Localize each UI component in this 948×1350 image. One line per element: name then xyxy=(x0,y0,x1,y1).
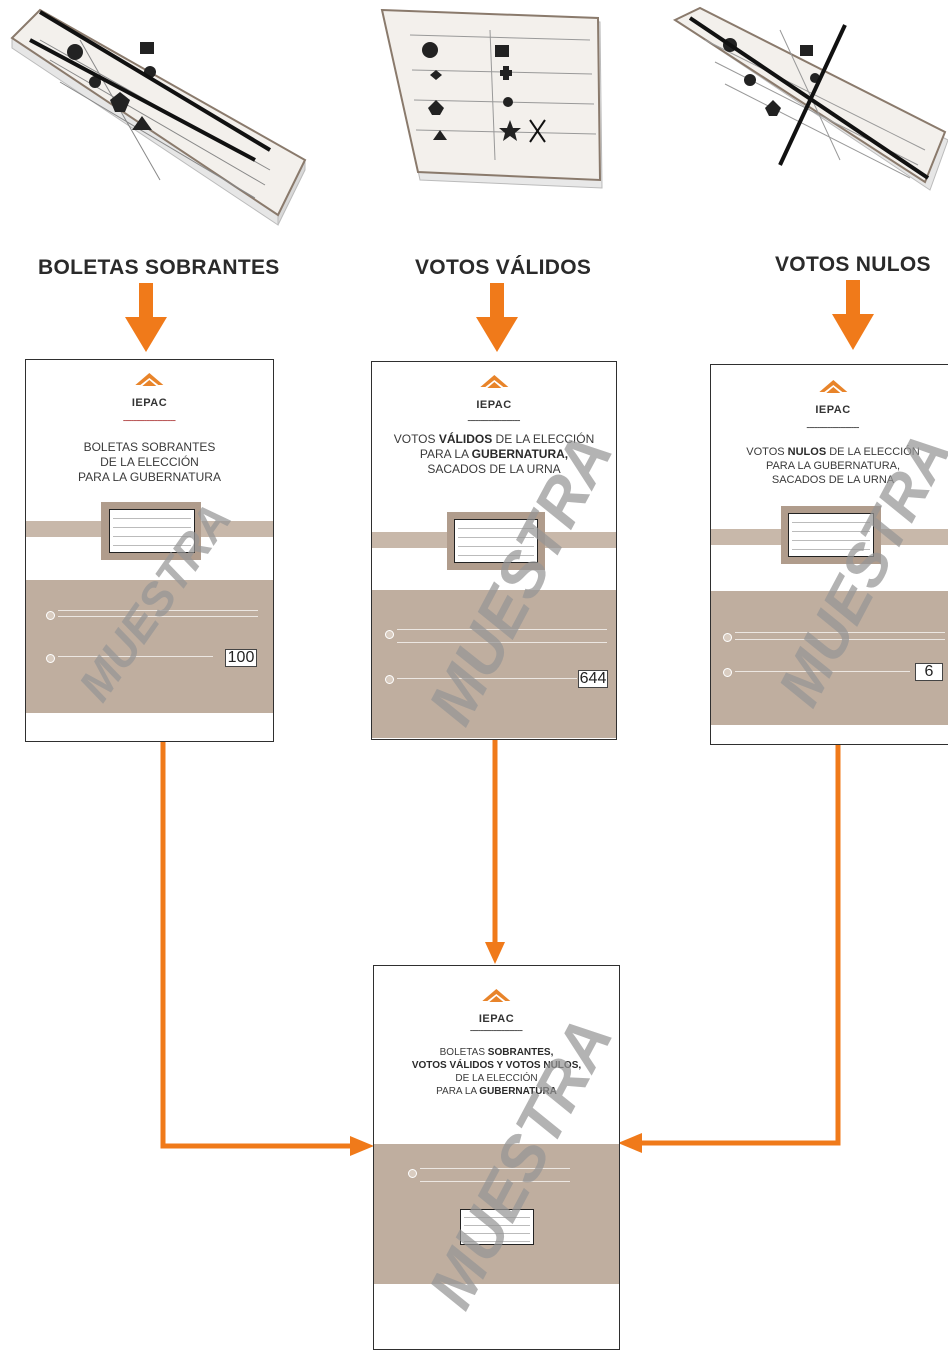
validos-count-box: 644 xyxy=(578,670,608,688)
final-title-line2: VOTOS VÁLIDOS Y VOTOS NULOS, xyxy=(411,1060,582,1071)
validos-instruction-2 xyxy=(397,678,577,682)
final-title-line4: PARA LA GUBERNATURA xyxy=(436,1086,557,1097)
final-title: BOLETAS SOBRANTES, VOTOS VÁLIDOS Y VOTOS… xyxy=(374,1046,619,1098)
iepac-logo-icon xyxy=(819,380,847,393)
sobrantes-count-box: 100 xyxy=(225,649,257,667)
validos-title: VOTOS VÁLIDOS DE LA ELECCIÓN PARA LA GUB… xyxy=(372,432,616,477)
sobrantes-instruction-1 xyxy=(58,610,258,617)
validos-title-line2: PARA LA GUBERNATURA, xyxy=(419,447,569,461)
envelope-votos-validos: IEPAC ━━━━━━━━━━━━━━━━━━━━ VOTOS VÁLIDOS… xyxy=(371,361,617,740)
ballot-stack-validos-illustration xyxy=(380,8,603,189)
process-line: ━━━━━━━━━━━━━━━━━━━━ xyxy=(806,425,860,430)
iepac-logo-text: IEPAC xyxy=(815,404,851,416)
label-votos-nulos: VOTOS NULOS xyxy=(775,253,931,276)
envelope-boletas-sobrantes: IEPAC ━━━━━━━━━━━━━━━━━━━━ BOLETAS SOBRA… xyxy=(25,359,274,742)
arrow-validos-head xyxy=(476,317,518,352)
label-votos-validos: VOTOS VÁLIDOS xyxy=(415,256,592,279)
process-line: ━━━━━━━━━━━━━━━━━━━━ xyxy=(123,418,176,423)
iepac-logo: IEPAC xyxy=(132,372,167,409)
nulos-title-line1: VOTOS NULOS DE LA ELECCIÓN xyxy=(746,446,920,458)
arrow-nulos-head xyxy=(832,314,874,350)
nulos-count-box: 6 xyxy=(915,663,943,681)
label-boletas-sobrantes: BOLETAS SOBRANTES xyxy=(38,256,280,279)
sobrantes-bullet-1 xyxy=(46,611,55,620)
connector-nulos xyxy=(640,745,841,1146)
validos-title-line1: VOTOS VÁLIDOS DE LA ELECCIÓN xyxy=(393,432,595,446)
arrow-nulos-shaft xyxy=(846,280,860,316)
envelope-votos-nulos: IEPAC ━━━━━━━━━━━━━━━━━━━━ VOTOS NULOS D… xyxy=(710,364,948,745)
final-bullet-1 xyxy=(408,1169,417,1178)
sobrantes-title: BOLETAS SOBRANTES DE LA ELECCIÓN PARA LA… xyxy=(26,440,273,485)
final-title-line1: BOLETAS SOBRANTES, xyxy=(439,1047,554,1058)
sobrantes-instruction-2 xyxy=(58,656,213,660)
connector-sobrantes-head xyxy=(350,1136,374,1156)
final-title-line3: DE LA ELECCIÓN xyxy=(455,1073,538,1084)
validos-dark-band xyxy=(372,590,616,738)
connector-validos-head xyxy=(485,942,505,964)
validos-title-line3: SACADOS DE LA URNA xyxy=(427,462,561,476)
nulos-title-line2: PARA LA GUBERNATURA, xyxy=(765,460,901,472)
iepac-logo: IEPAC xyxy=(479,988,514,1025)
final-instruction-1 xyxy=(420,1168,570,1182)
arrow-sobrantes-head xyxy=(125,317,167,352)
sobrantes-title-line2: DE LA ELECCIÓN xyxy=(100,455,199,469)
validos-bullet-1 xyxy=(385,630,394,639)
ballot-stack-sobrantes-illustration xyxy=(10,8,307,226)
nulos-title: VOTOS NULOS DE LA ELECCIÓN PARA LA GUBER… xyxy=(711,445,948,487)
sobrantes-bullet-2 xyxy=(46,654,55,663)
iepac-logo-text: IEPAC xyxy=(131,397,168,409)
nulos-bullet-2 xyxy=(723,668,732,677)
process-line: ━━━━━━━━━━━━━━━━━━━━ xyxy=(470,1028,523,1033)
process-line: ━━━━━━━━━━━━━━━━━━━━ xyxy=(467,418,521,423)
iepac-logo-icon xyxy=(482,989,511,1002)
sobrantes-title-line1: BOLETAS SOBRANTES xyxy=(83,440,216,454)
nulos-instruction-1 xyxy=(735,632,945,640)
arrow-validos-shaft xyxy=(490,283,504,319)
connector-nulos-head xyxy=(618,1133,642,1153)
iepac-logo-icon xyxy=(135,373,164,386)
validos-bullet-2 xyxy=(385,675,394,684)
validos-instruction-1 xyxy=(397,629,607,643)
nulos-id-box xyxy=(788,513,874,557)
iepac-logo-text: IEPAC xyxy=(478,1013,515,1025)
sobrantes-dark-band xyxy=(26,580,273,713)
iepac-logo-text: IEPAC xyxy=(476,399,512,411)
envelope-final-paquete: IEPAC ━━━━━━━━━━━━━━━━━━━━ BOLETAS SOBRA… xyxy=(373,965,620,1350)
nulos-bullet-1 xyxy=(723,633,732,642)
sobrantes-id-box xyxy=(109,509,195,553)
nulos-title-line3: SACADOS DE LA URNA xyxy=(771,474,895,486)
final-id-box xyxy=(460,1209,534,1245)
nulos-dark-band xyxy=(711,591,948,725)
iepac-logo-icon xyxy=(480,375,508,388)
nulos-instruction-2 xyxy=(735,671,910,675)
sobrantes-title-line3: PARA LA GUBERNATURA xyxy=(78,470,221,484)
iepac-logo: IEPAC xyxy=(476,374,511,411)
ballot-stack-nulos-illustration xyxy=(672,6,948,191)
iepac-logo: IEPAC xyxy=(815,379,850,416)
arrow-sobrantes-shaft xyxy=(139,283,153,319)
connector-sobrantes xyxy=(160,742,352,1149)
validos-id-box xyxy=(454,519,538,563)
